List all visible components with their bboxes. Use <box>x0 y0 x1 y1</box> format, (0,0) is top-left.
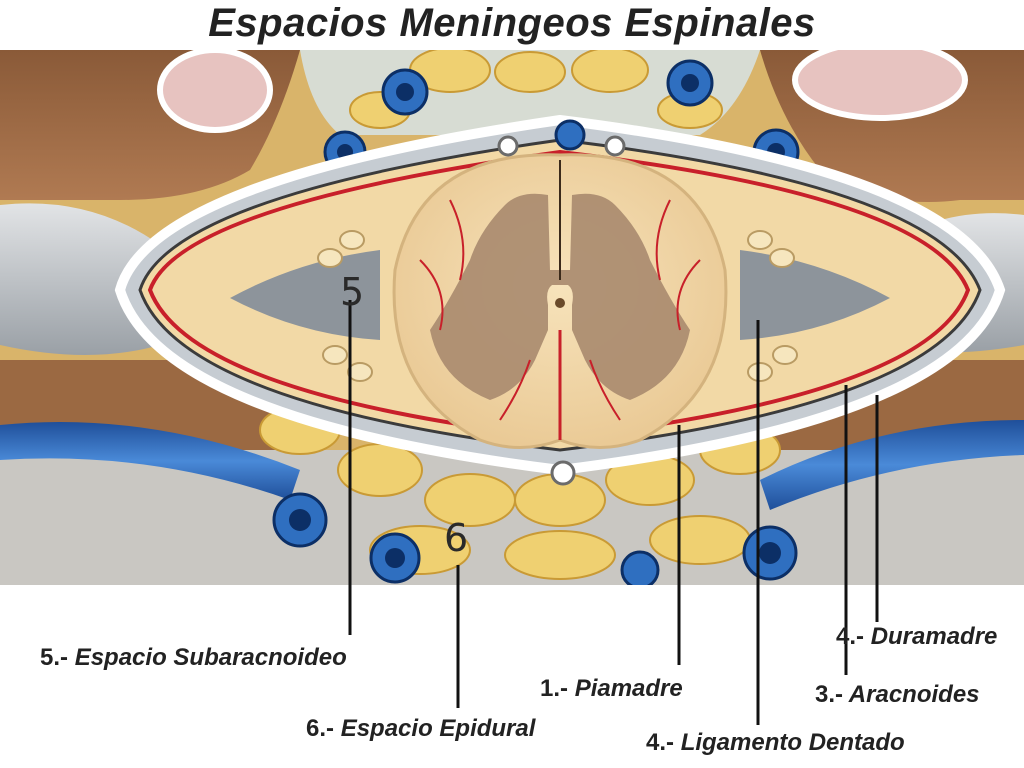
label-number: 5.- <box>40 644 69 671</box>
label-number: 1.- <box>540 675 569 702</box>
left-capsule <box>157 50 273 133</box>
right-lower-vein <box>760 420 1024 510</box>
label-number: 3.- <box>815 681 844 708</box>
label-number: 4.- <box>646 729 675 756</box>
rootlets <box>317 230 798 382</box>
label-piamadre: 1.- Piamadre <box>540 674 683 704</box>
label-espacio-subaracnoideo: 5.- Espacio Subaracnoideo <box>40 643 347 673</box>
left-nerve-root <box>0 203 160 355</box>
label-number: 4.- <box>836 623 865 650</box>
marker-5: 5 <box>340 270 365 314</box>
marker-6: 6 <box>444 516 469 560</box>
label-aracnoides: 3.- Aracnoides <box>815 680 980 710</box>
label-text: Espacio Epidural <box>340 715 536 742</box>
spinal-arteries <box>497 135 626 486</box>
label-text: Piamadre <box>574 675 683 702</box>
left-lower-vein <box>0 422 300 500</box>
page-title: Espacios Meningeos Espinales <box>208 1 816 45</box>
red-vessel-band <box>147 149 971 441</box>
label-ligamento-dentado: 4.- Ligamento Dentado <box>646 728 905 758</box>
spinal-cord-cross-section <box>0 50 1024 585</box>
subarachnoid-left <box>230 250 380 340</box>
right-capsule <box>792 50 968 121</box>
label-text: Duramadre <box>870 623 998 650</box>
subarachnoid-right <box>740 250 890 340</box>
label-number: 6.- <box>306 715 335 742</box>
cord-vessels <box>419 199 701 421</box>
label-text: Aracnoides <box>848 681 980 708</box>
label-espacio-epidural: 6.- Espacio Epidural <box>306 714 535 744</box>
label-text: Ligamento Dentado <box>680 729 905 756</box>
label-duramadre: 4.- Duramadre <box>836 622 997 652</box>
central-canal <box>555 298 565 308</box>
gray-matter <box>430 193 690 400</box>
label-text: Espacio Subaracnoideo <box>74 644 347 671</box>
